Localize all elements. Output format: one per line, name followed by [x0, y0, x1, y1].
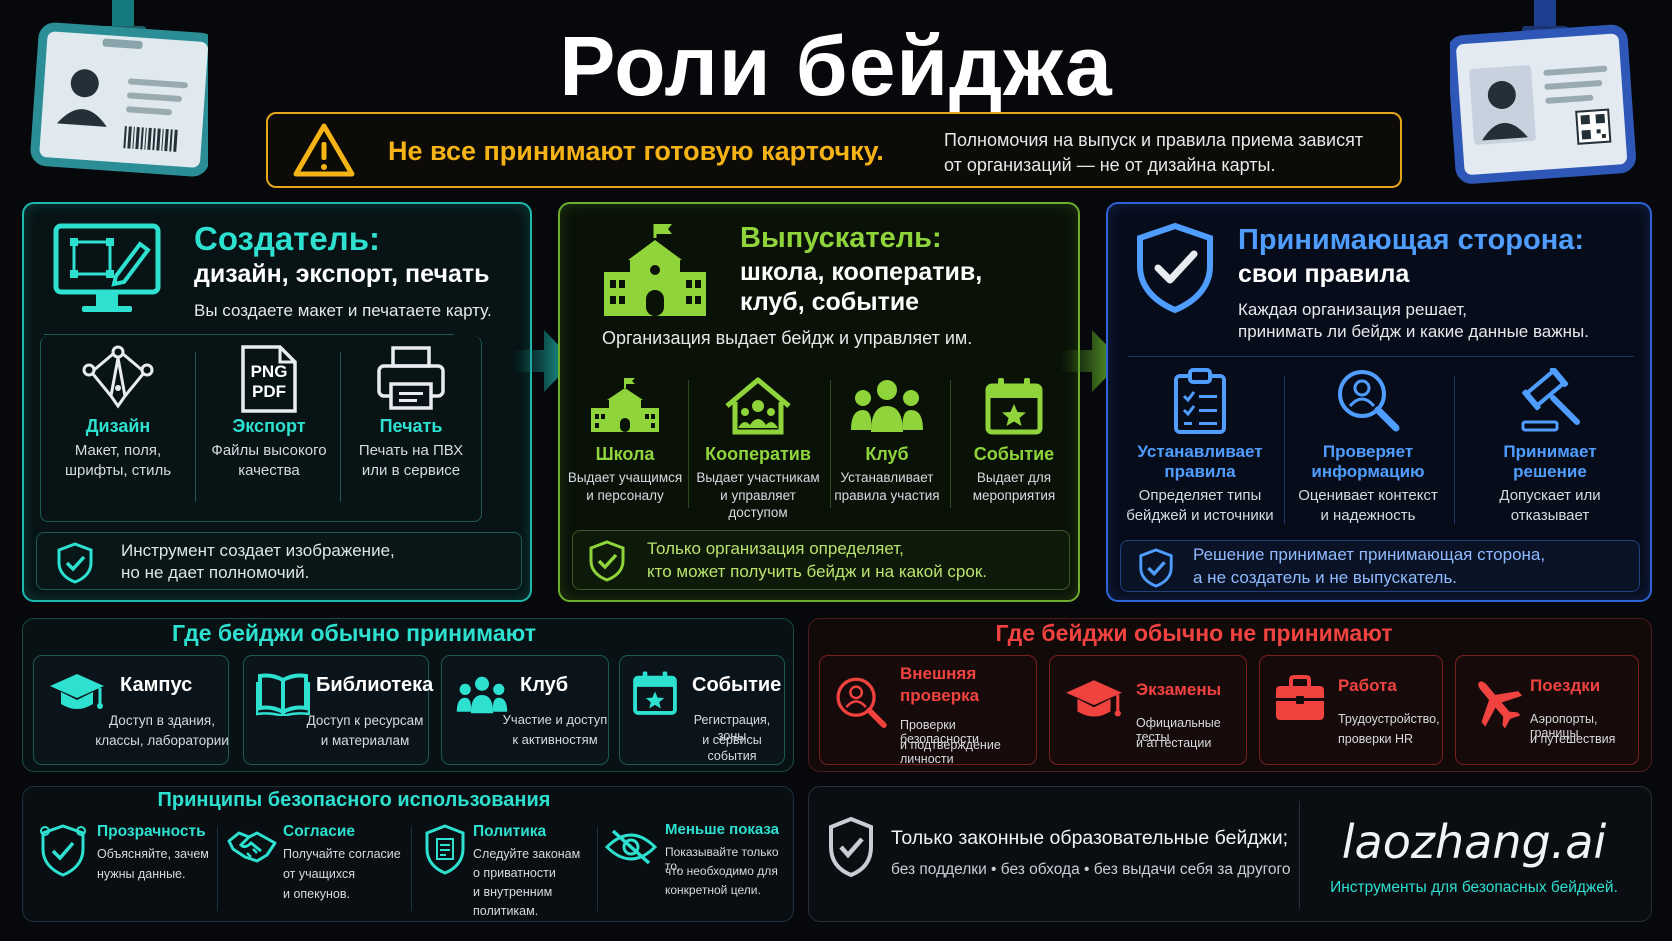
principle-policy: Политика Следуйте законам о приватности …: [423, 821, 593, 918]
issuer-item-club: Клуб Устанавливает правила участия: [832, 376, 942, 504]
warning-text-line1: Полномочия на выпуск и правила приема за…: [944, 130, 1364, 150]
issuer-item-event: Событие Выдает для мероприятия: [952, 376, 1076, 504]
magnifier-person-icon: [834, 676, 888, 730]
badge-illustration-left: [28, 0, 208, 180]
school-building-icon: [600, 220, 710, 320]
acceptor-heading: Принимающая сторона:: [1238, 224, 1585, 256]
briefcase-icon: [1274, 674, 1326, 722]
accepted-item-library: Библиотека Доступ к ресурсам и материала…: [243, 655, 433, 765]
warning-headline: Не все принимают готовую карточку.: [388, 136, 884, 166]
handshake-icon: [227, 827, 277, 867]
creator-heading: Создатель:: [194, 220, 381, 257]
accepted-heading: Где бейджи обычно принимают: [171, 620, 537, 646]
creator-panel: Создатель: дизайн, экспорт, печать Вы со…: [22, 202, 532, 602]
not-accepted-item-travel: Поездки Аэропорты, границы и путешествия: [1455, 655, 1639, 765]
legal-line1: Только законные образовательные бейджи;: [891, 827, 1289, 849]
graduation-cap-icon: [48, 670, 106, 718]
creator-item-design: Дизайн Макет, поля, шрифты, стиль: [48, 344, 188, 480]
airplane-icon: [1468, 674, 1524, 730]
creator-item-label: Дизайн: [85, 416, 151, 436]
principles-panel: Принципы безопасного использования Прозр…: [22, 786, 794, 922]
not-accepted-item-exams: Экзамены Официальные тесты и аттестации: [1049, 655, 1247, 765]
creator-items-box: [40, 336, 482, 522]
principle-transparency: Прозрачность Объясняйте, зачем нужны дан…: [37, 821, 223, 917]
creator-note: Инструмент создает изображение, но не да…: [36, 532, 522, 590]
principle-minimal: Меньше показа Показывайте только то, что…: [605, 821, 791, 917]
shield-check-icon: [55, 541, 95, 585]
shield-check-icon: [1137, 547, 1175, 589]
issuer-item-school: Школа Выдает учащимся и персоналу: [566, 376, 684, 504]
acceptor-note: Решение принимает принимающая сторона, а…: [1120, 540, 1640, 592]
issuer-note: Только организация определяет, кто может…: [572, 530, 1070, 590]
shield-check-icon: [1134, 222, 1216, 314]
calendar-star-icon: [984, 376, 1044, 436]
file-png-pdf-icon: PNG PDF: [240, 344, 298, 414]
magnifier-person-icon: [1336, 368, 1400, 434]
warning-banner: Не все принимают готовую карточку. Полно…: [266, 112, 1402, 188]
shield-people-icon: [37, 823, 89, 877]
brand-tagline: Инструменты для безопасных бейджей.: [1330, 879, 1618, 896]
group-icon: [454, 674, 510, 716]
acceptor-item-verify: Проверяет информацию Оценивает контекст …: [1288, 368, 1448, 525]
monitor-design-icon: [52, 222, 162, 317]
not-accepted-heading: Где бейджи обычно не принимают: [995, 620, 1393, 646]
shield-document-icon: [423, 823, 467, 875]
issuer-desc: Организация выдает бейдж и управляет им.: [602, 328, 973, 348]
principle-consent: Согласие Получайте согласие от учащихся …: [227, 821, 417, 917]
accepted-panel: Где бейджи обычно принимают Кампус Досту…: [22, 618, 794, 772]
eye-slash-icon: [605, 827, 657, 867]
acceptor-item-decide: Принимает решение Допускает или отказыва…: [1460, 368, 1640, 525]
school-icon: [587, 376, 663, 434]
accepted-item-club: Клуб Участие и доступ к активностям: [441, 655, 609, 765]
brand-logo[interactable]: laozhang.ai: [1341, 815, 1607, 869]
not-accepted-item-work: Работа Трудоустройство, проверки HR: [1259, 655, 1443, 765]
creator-item-print: Печать Печать на ПВХ или в сервисе: [346, 344, 476, 480]
acceptor-panel: Принимающая сторона: свои правила Каждая…: [1106, 202, 1652, 602]
issuer-panel: Выпускатель: школа, кооператив, клуб, со…: [558, 202, 1080, 602]
legal-line2: без подделки • без обхода • без выдачи с…: [891, 861, 1291, 878]
gavel-icon: [1517, 368, 1583, 434]
footer-panel: Только законные образовательные бейджи; …: [808, 786, 1652, 922]
group-icon: [849, 376, 925, 436]
accepted-item-campus: Кампус Доступ в здания, классы, лаборато…: [33, 655, 229, 765]
creator-subheading: дизайн, экспорт, печать: [194, 260, 490, 288]
clipboard-checklist-icon: [1172, 368, 1228, 434]
not-accepted-panel: Где бейджи обычно не принимают Внешняя п…: [808, 618, 1652, 772]
printer-icon: [375, 344, 447, 412]
badge-illustration-right: [1450, 0, 1640, 185]
issuer-item-coop: Кооператив Выдает участникам и управляет…: [692, 376, 824, 522]
creator-desc: Вы создаете макет и печатаете карту.: [194, 301, 492, 320]
page-title: Роли бейджа: [559, 19, 1113, 113]
acceptor-item-rules: Устанавливает правила Определяет типы бе…: [1120, 368, 1280, 525]
creator-divider: [44, 334, 454, 335]
house-people-icon: [723, 376, 793, 436]
accepted-item-event: Событие Регистрация, зоны и сервисы собы…: [619, 655, 785, 765]
warning-text-line2: от организаций — не от дизайна карты.: [944, 155, 1276, 175]
shield-check-icon: [827, 815, 875, 879]
principles-heading: Принципы безопасного использования: [157, 789, 551, 811]
graduation-cap-icon: [1064, 676, 1124, 726]
creator-item-export: PNG PDF Экспорт Файлы высокого качества: [204, 344, 334, 480]
shield-check-icon: [587, 539, 627, 583]
vector-pen-icon: [81, 344, 155, 412]
not-accepted-item-external: Внешняя проверка Проверки безопасности и…: [819, 655, 1037, 766]
calendar-star-icon: [632, 670, 678, 716]
open-book-icon: [256, 672, 310, 716]
issuer-heading: Выпускатель:: [740, 222, 942, 254]
warning-icon: [292, 122, 356, 180]
